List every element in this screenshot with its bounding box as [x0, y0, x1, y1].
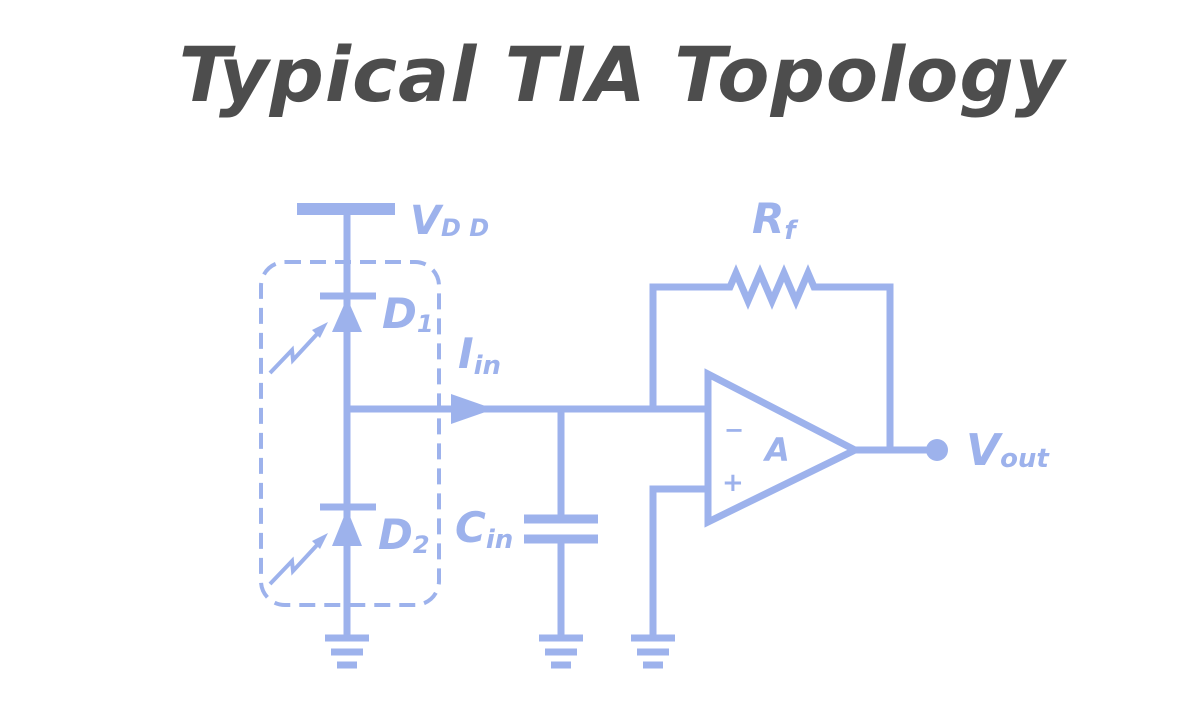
ground-opamp: [631, 634, 675, 669]
output-terminal: [926, 439, 948, 461]
photodiode-pair-box: [259, 260, 441, 607]
diode-d2: [268, 503, 376, 586]
diode-d1: [268, 292, 376, 375]
d2-label: D2: [378, 510, 430, 559]
opamp-plus: +: [722, 468, 744, 498]
page-title: Typical TIA Topology: [178, 30, 1066, 119]
ground-left: [325, 634, 369, 669]
vdd-label: VD D: [410, 198, 489, 244]
iin-arrow: [451, 394, 494, 424]
cin-label: Cin: [455, 503, 513, 555]
feedback-wire: [649, 264, 894, 450]
vout-label: Vout: [966, 425, 1050, 476]
iin-label: Iin: [458, 329, 501, 381]
noninverting-wire: [649, 485, 706, 636]
capacitor-cin: [524, 409, 598, 636]
opamp-triangle: [704, 368, 863, 528]
opamp-gain-label: A: [762, 431, 790, 469]
d1-label: D1: [382, 289, 434, 338]
ground-capacitor: [539, 634, 583, 669]
rf-label: Rf: [752, 194, 799, 246]
opamp-minus: −: [724, 416, 744, 444]
